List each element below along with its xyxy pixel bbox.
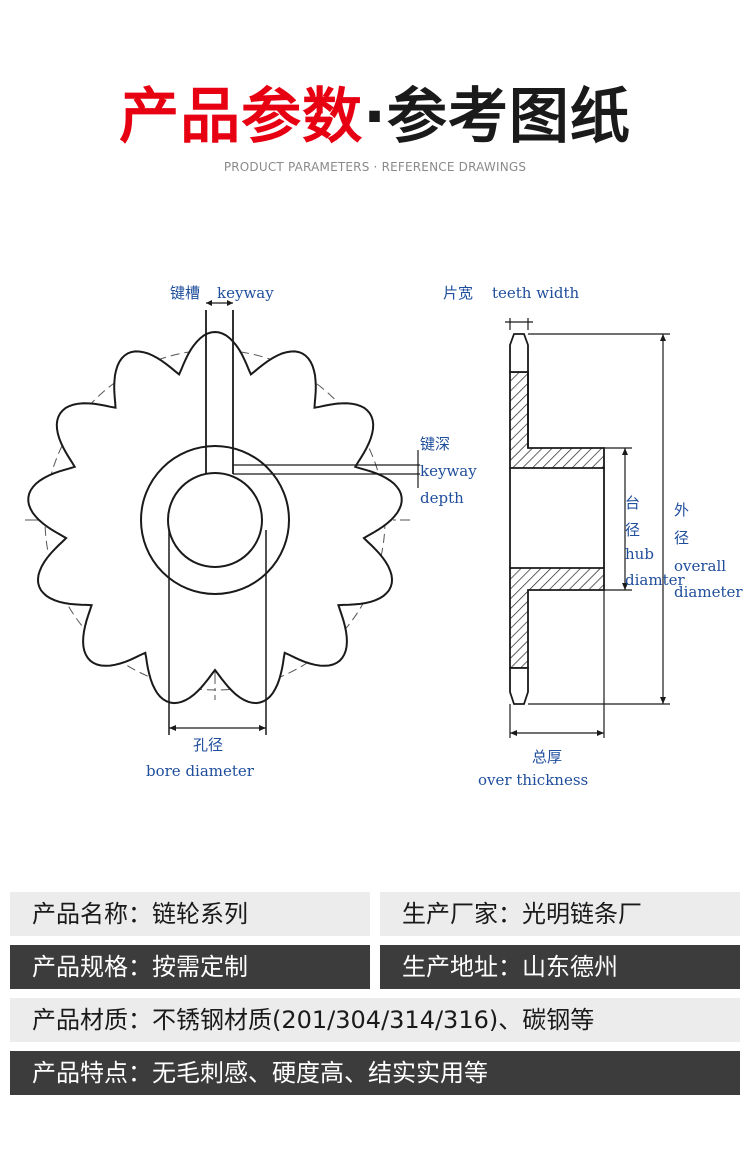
info-row-name: 产品名称：链轮系列 生产厂家：光明链条厂 bbox=[10, 892, 740, 936]
page-subtitle: PRODUCT PARAMETERS · REFERENCE DRAWINGS bbox=[223, 160, 527, 174]
keyway-depth-label-en2: depth bbox=[420, 489, 464, 507]
page-title: 产品参数·参考图纸 bbox=[0, 72, 750, 162]
bore-label-en: bore diameter bbox=[146, 762, 255, 780]
info-row-spec: 产品规格：按需定制 生产地址：山东德州 bbox=[10, 945, 740, 989]
keyway-label-cn: 键槽 bbox=[170, 284, 200, 302]
overall-label-cn2: 径 bbox=[674, 529, 689, 547]
info-row-material: 产品材质：不锈钢材质(201/304/314/316)、碳钢等 bbox=[10, 998, 740, 1042]
product-name-cell: 产品名称：链轮系列 bbox=[10, 892, 370, 936]
hub-label-cn1: 台 bbox=[625, 494, 640, 512]
sprocket-front-view bbox=[25, 300, 420, 735]
manufacturer-cell: 生产厂家：光明链条厂 bbox=[380, 892, 740, 936]
info-row-features: 产品特点：无毛刺感、硬度高、结实实用等 bbox=[10, 1051, 740, 1095]
overall-label-en1: overall bbox=[674, 557, 726, 575]
sprocket-side-view bbox=[505, 318, 670, 738]
tooth-outline bbox=[27, 330, 403, 705]
hub-circle bbox=[140, 445, 290, 595]
material-cell: 产品材质：不锈钢材质(201/304/314/316)、碳钢等 bbox=[10, 998, 740, 1042]
teeth-width-label-en: teeth width bbox=[492, 284, 580, 302]
thickness-label-cn: 总厚 bbox=[532, 748, 562, 766]
thickness-label-en: over thickness bbox=[478, 771, 588, 789]
hub-label-cn2: 径 bbox=[625, 521, 640, 539]
sprocket-drawing: 键槽 keyway 键深 keyway depth 孔径 bore diamet… bbox=[25, 284, 743, 789]
title-main: 产品参数 bbox=[119, 82, 364, 152]
product-spec-cell: 产品规格：按需定制 bbox=[10, 945, 370, 989]
title-sub: 参考图纸 bbox=[386, 82, 631, 152]
hub-label-en2: diamter bbox=[625, 571, 685, 589]
title-dot: · bbox=[363, 82, 387, 152]
bore-label-cn: 孔径 bbox=[193, 736, 223, 754]
teeth-width-label-cn: 片宽 bbox=[443, 284, 473, 302]
keyway-depth-label-en1: keyway bbox=[420, 462, 477, 480]
features-cell: 产品特点：无毛刺感、硬度高、结实实用等 bbox=[10, 1051, 740, 1095]
bore-circle bbox=[167, 472, 263, 568]
keyway-depth-label-cn: 键深 bbox=[420, 435, 450, 453]
keyway-label-en: keyway bbox=[217, 284, 274, 302]
address-cell: 生产地址：山东德州 bbox=[380, 945, 740, 989]
overall-label-en2: diameter bbox=[674, 583, 743, 601]
overall-label-cn1: 外 bbox=[674, 501, 689, 519]
hub-label-en1: hub bbox=[625, 545, 654, 563]
